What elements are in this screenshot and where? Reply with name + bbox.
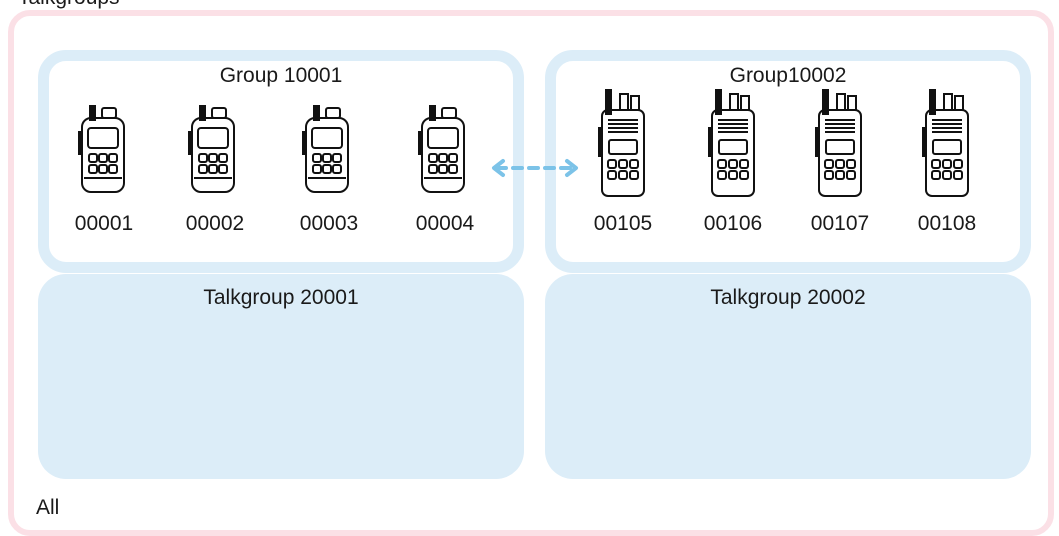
- handheld-radio-icon: [922, 88, 972, 200]
- double-arrow-icon: [487, 153, 583, 188]
- handheld-radio-icon: [708, 88, 758, 200]
- device-id: 00002: [185, 212, 245, 235]
- device-id: 00003: [299, 212, 359, 235]
- device-id: 00107: [810, 212, 870, 235]
- device-id: 00004: [415, 212, 475, 235]
- device-id: 00106: [703, 212, 763, 235]
- talkgroup-20001-box: Talkgroup 20001: [38, 274, 524, 479]
- group-title: Group 10001: [219, 64, 343, 87]
- device-id: 00105: [593, 212, 653, 235]
- compact-radio-icon: [302, 104, 354, 196]
- talkgroup-title: Talkgroup 20001: [203, 286, 359, 309]
- handheld-radio-icon: [815, 88, 865, 200]
- talkgroup-20002-box: Talkgroup 20002: [545, 274, 1031, 479]
- group-title: Group10002: [729, 64, 847, 87]
- device-id: 00108: [917, 212, 977, 235]
- top-label: Talkgroups: [18, 0, 120, 10]
- device-id: 00001: [74, 212, 134, 235]
- handheld-radio-icon: [598, 88, 648, 200]
- all-label: All: [36, 496, 60, 519]
- talkgroup-title: Talkgroup 20002: [710, 286, 866, 309]
- compact-radio-icon: [188, 104, 240, 196]
- compact-radio-icon: [418, 104, 470, 196]
- compact-radio-icon: [78, 104, 130, 196]
